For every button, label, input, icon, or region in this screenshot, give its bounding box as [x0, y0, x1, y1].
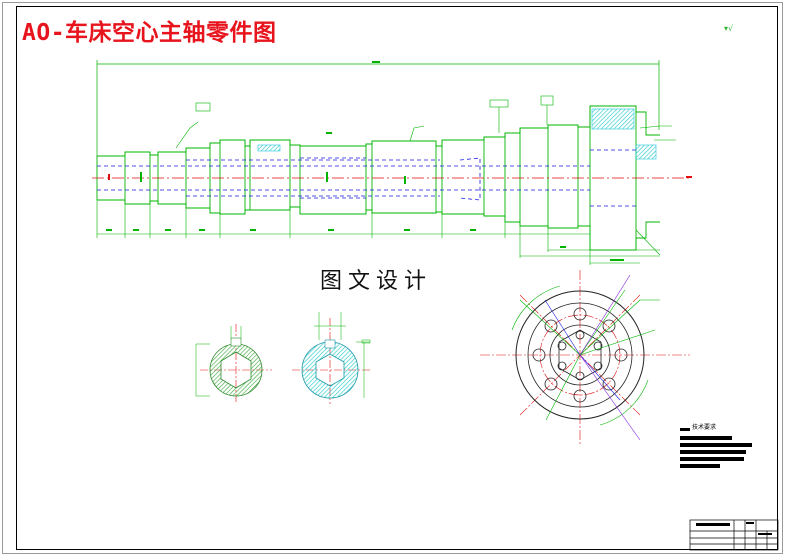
spindle-main-view: [92, 60, 692, 265]
flange-end-view: [480, 270, 690, 445]
section-view-a: [195, 324, 272, 402]
surface-finish-icon: ▾√: [724, 24, 734, 33]
shaft-outline: [96, 105, 660, 251]
internal-bore-hidden-lines: [97, 149, 636, 207]
section-view-b: [292, 312, 371, 404]
thread-hatch: [635, 144, 657, 160]
overall-length-dimension: [96, 60, 660, 156]
technical-requirements-heading: 技术要求: [692, 424, 717, 431]
drawing-subtitle: 图文设计: [320, 269, 433, 294]
technical-requirements-block: [680, 428, 752, 468]
sheet-drawing-frame: [16, 6, 778, 550]
step-length-dimensions: [96, 200, 661, 265]
keyway-hatch: [257, 144, 281, 152]
flange-hatch-top: [591, 108, 635, 130]
dimension-text-marks: [106, 132, 624, 261]
title-block: [689, 519, 779, 551]
tolerance-callouts: [175, 95, 676, 149]
drawing-title: AO-车床空心主轴零件图: [22, 20, 277, 46]
